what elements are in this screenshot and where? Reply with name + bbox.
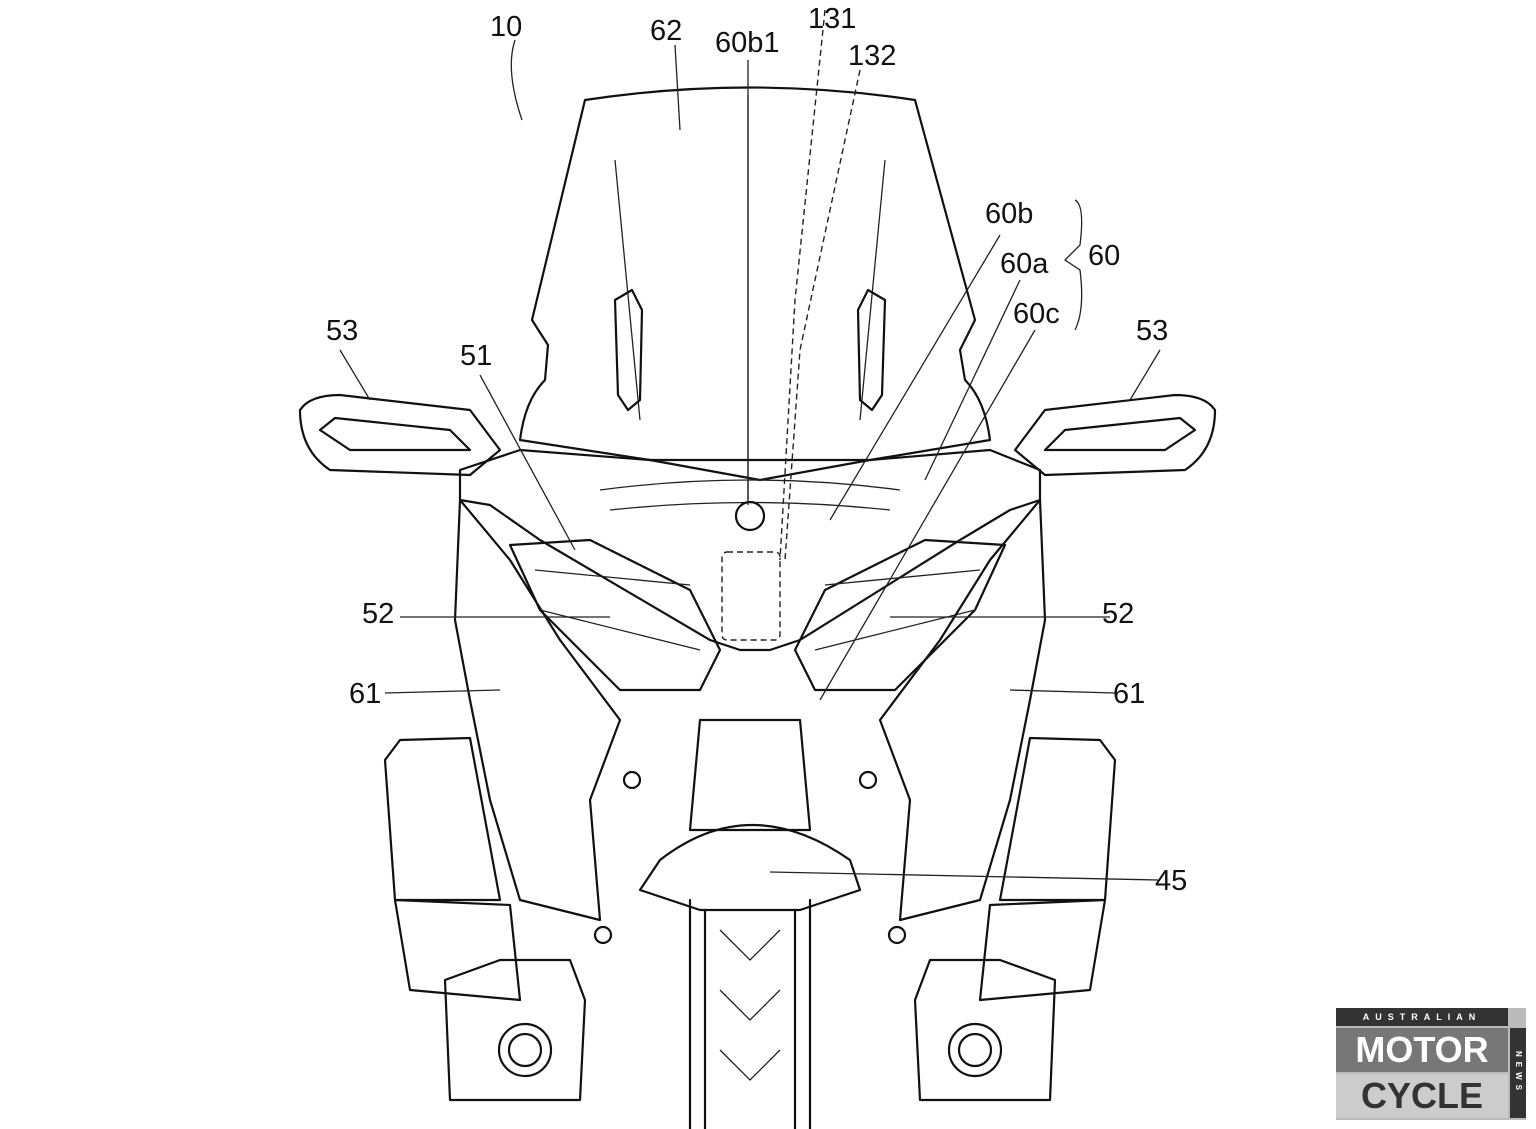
windscreen-62 [518, 86, 992, 462]
label-53-left: 53 [326, 315, 358, 347]
logo-side-text: NEWS [1510, 1028, 1526, 1118]
side-fairing-left-61 [453, 498, 622, 922]
label-52-right: 52 [1102, 598, 1134, 630]
front-fender-45 [638, 824, 862, 912]
front-wheel [688, 898, 812, 1129]
camera-131 [721, 551, 781, 641]
logo-line2: CYCLE [1336, 1074, 1508, 1118]
mirror-left-53 [298, 393, 502, 477]
label-60c: 60c [1013, 298, 1060, 330]
logo-line1: MOTOR [1336, 1028, 1508, 1072]
mirror-right-53 [1013, 393, 1217, 477]
label-132: 132 [848, 40, 896, 72]
headlight-left-52 [508, 538, 722, 692]
label-60b1: 60b1 [715, 27, 780, 59]
label-52-left: 52 [362, 598, 394, 630]
label-10: 10 [490, 11, 522, 43]
label-60b: 60b [985, 198, 1033, 230]
label-45: 45 [1155, 865, 1187, 897]
label-61-left: 61 [349, 678, 381, 710]
label-62: 62 [650, 15, 682, 47]
side-fairing-right-61 [878, 498, 1047, 922]
label-53-right: 53 [1136, 315, 1168, 347]
label-60a: 60a [1000, 248, 1049, 280]
label-51: 51 [460, 340, 492, 372]
logo-top-text: AUSTRALIAN [1336, 1008, 1508, 1026]
sensor-60b1 [734, 500, 766, 532]
label-60: 60 [1088, 240, 1120, 272]
watermark-logo: AUSTRALIAN MOTOR CYCLE NEWS [1336, 1008, 1526, 1120]
label-61-right: 61 [1113, 678, 1145, 710]
upper-fairing-60 [458, 448, 1042, 652]
label-131: 131 [808, 3, 856, 35]
